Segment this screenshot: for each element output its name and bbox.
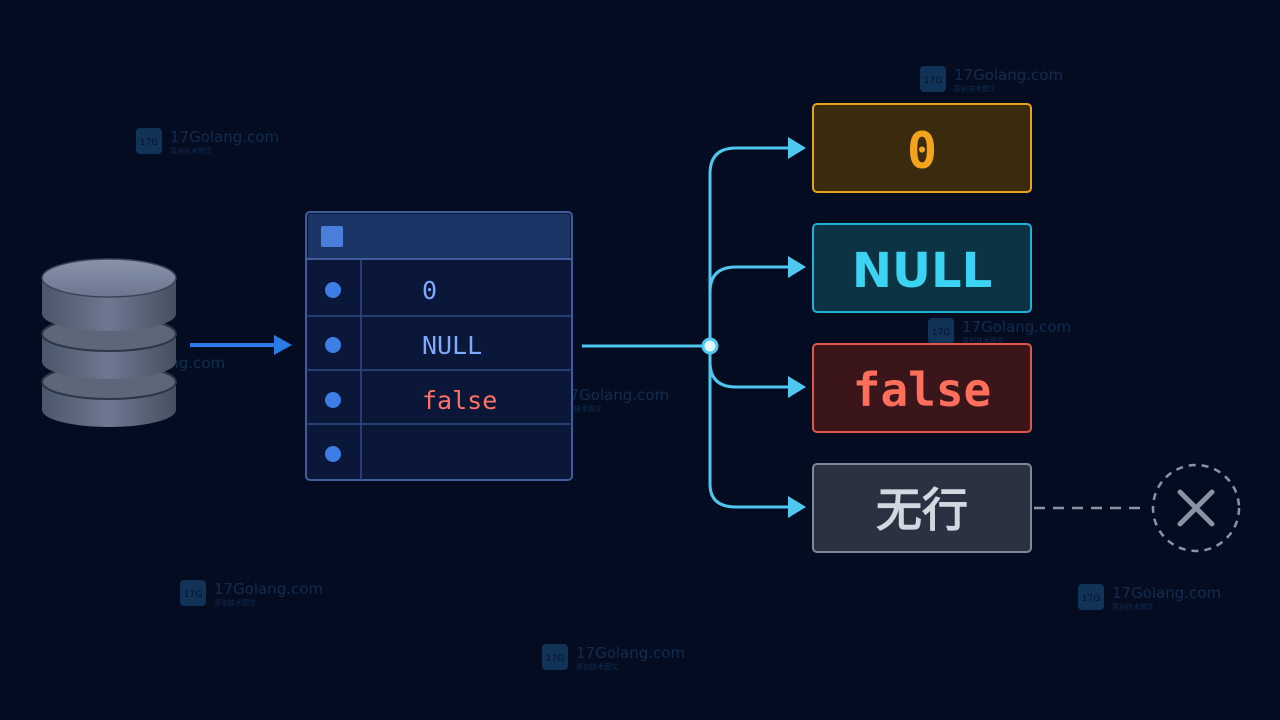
watermark-logo-icon: [542, 644, 568, 670]
watermark-logo-text: 17G: [140, 138, 158, 148]
row-value: 0: [422, 276, 437, 305]
output-box-false: false: [812, 343, 1032, 433]
branch-connector: [582, 146, 792, 509]
watermark-logo-icon: [136, 128, 162, 154]
watermark-tagline: 原创技术图文: [576, 662, 618, 671]
output-label: false: [853, 363, 991, 417]
output-box-no-rows: 无行: [812, 463, 1032, 553]
watermark-tagline: 原创技术图文: [962, 336, 1004, 345]
row-value: NULL: [422, 331, 482, 360]
branch-node: [701, 337, 719, 355]
watermark-logo-text: 17G: [932, 328, 950, 338]
database-icon: [41, 258, 177, 427]
watermark-tagline: 原创技术图文: [954, 84, 996, 93]
close-icon: [1151, 463, 1241, 553]
watermark-logo-icon: [920, 66, 946, 92]
output-label: NULL: [852, 243, 992, 299]
watermark-site: 17Golang.com: [1112, 584, 1221, 602]
watermark-site: 17Golang.com: [170, 128, 279, 146]
watermark-tagline: 原创技术图文: [214, 598, 256, 607]
watermark-logo-icon: [180, 580, 206, 606]
watermark-logo-text: 17G: [184, 590, 202, 600]
branch-arrowheads: [788, 137, 806, 518]
watermark-logo-icon: [1078, 584, 1104, 610]
input-arrow: [190, 335, 292, 355]
table-header-icon: [321, 226, 343, 247]
row-marker: [325, 337, 341, 353]
watermark-site: 17Golang.com: [962, 318, 1071, 336]
output-label: 无行: [876, 483, 968, 537]
watermark-tagline: 原创技术图文: [560, 404, 602, 413]
watermark-logo-text: 17G: [924, 76, 942, 86]
row-value: false: [422, 386, 497, 415]
row-marker: [325, 282, 341, 298]
output-box-null: NULL: [812, 223, 1032, 313]
watermark-site: 17Golang.com: [214, 580, 323, 598]
watermark-tagline: 原创技术图文: [1112, 602, 1154, 611]
watermark-site: 17Golang.com: [560, 386, 669, 404]
watermark-tagline: 原创技术图文: [170, 146, 212, 155]
watermark-logo-text: 17G: [546, 654, 564, 664]
watermark-site: 17Golang.com: [954, 66, 1063, 84]
output-box-zero: 0: [812, 103, 1032, 193]
result-table: 0 NULL false: [305, 211, 573, 481]
row-marker: [325, 392, 341, 408]
output-label: 0: [907, 122, 937, 180]
watermark-logo-icon: [928, 318, 954, 344]
row-marker: [325, 446, 341, 462]
watermark-logo-text: 17G: [1082, 594, 1100, 604]
watermark-site: 17Golang.com: [576, 644, 685, 662]
